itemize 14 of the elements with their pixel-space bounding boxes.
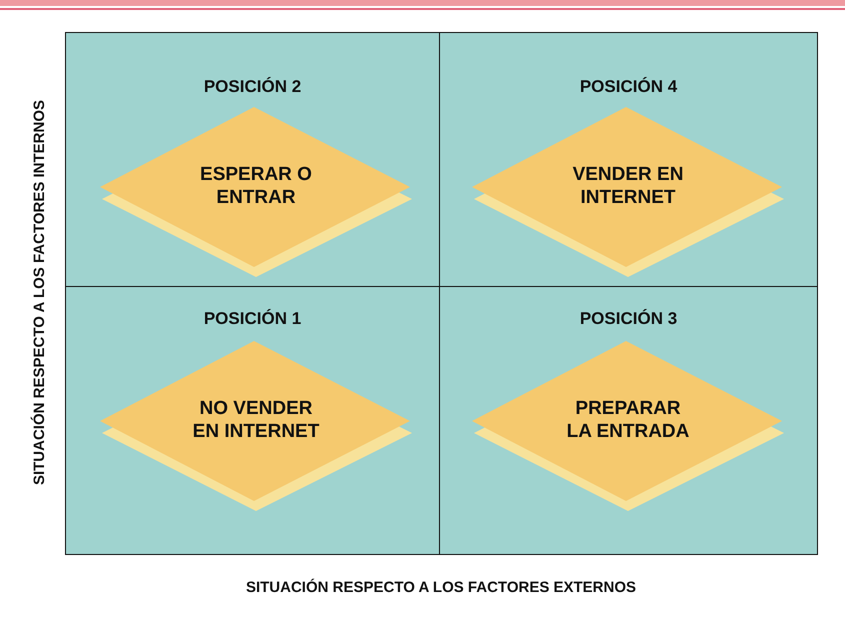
quadrant-panel — [439, 286, 818, 555]
quadrant-heading: POSICIÓN 3 — [578, 309, 678, 329]
quadrant-panel — [65, 32, 440, 287]
quadrant-panel — [439, 32, 818, 287]
quadrant-heading: POSICIÓN 1 — [202, 309, 302, 329]
quadrant-panel — [65, 286, 440, 555]
y-axis-label: SITUACIÓN RESPECTO A LOS FACTORES INTERNOS — [32, 100, 48, 486]
x-axis-label: SITUACIÓN RESPECTO A LOS FACTORES EXTERNOS — [246, 579, 636, 596]
diamond-label: VENDER EN INTERNET — [572, 163, 684, 209]
diamond-label: ESPERAR O ENTRAR — [199, 163, 313, 209]
diamond-label: NO VENDER EN INTERNET — [192, 397, 320, 443]
quadrant-heading: POSICIÓN 4 — [578, 77, 678, 97]
quadrant-heading: POSICIÓN 2 — [202, 77, 302, 97]
diamond-label: PREPARAR LA ENTRADA — [566, 397, 690, 443]
